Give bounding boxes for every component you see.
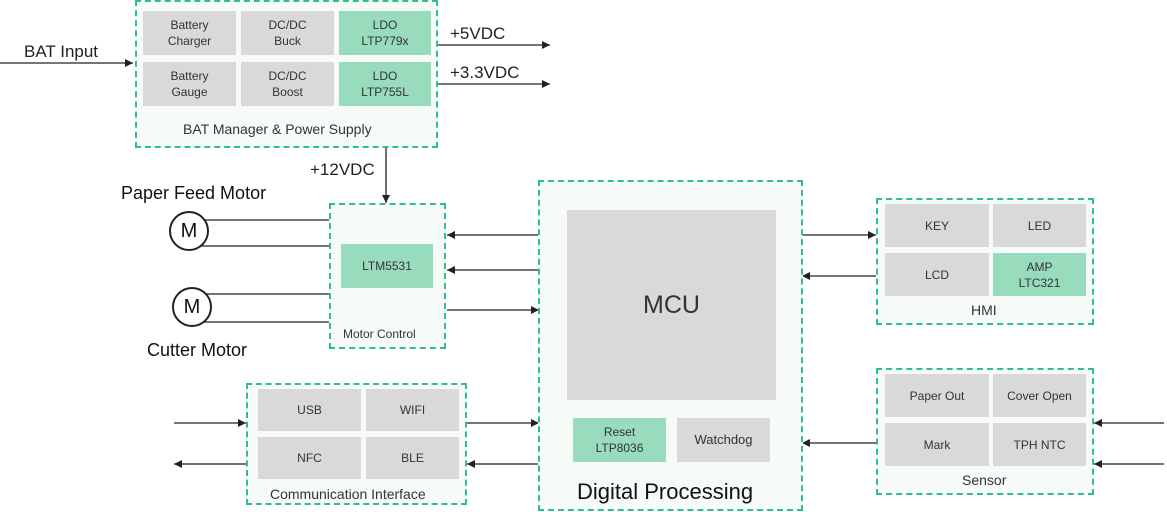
rail-12v-label: +12VDC	[310, 160, 375, 179]
usb-block: USB	[258, 389, 361, 431]
paper-feed-motor-label: Paper Feed Motor	[121, 183, 267, 203]
paper-feed-motor-icon: M	[169, 211, 209, 251]
tph-ntc-block: TPH NTC	[993, 423, 1086, 466]
lcd-block: LCD	[885, 253, 989, 296]
digital-processing-title: Digital Processing	[577, 479, 754, 504]
dcdc-buck-block: DC/DC Buck	[241, 11, 334, 55]
wifi-block: WIFI	[366, 389, 459, 431]
sensor-title: Sensor	[962, 472, 1007, 488]
key-block: KEY	[885, 204, 989, 247]
hmi-title: HMI	[971, 302, 997, 318]
watchdog-block: Watchdog	[677, 418, 770, 462]
reset-ltp8036-block: Reset LTP8036	[573, 418, 666, 462]
ldo-ltp755l-block: LDO LTP755L	[339, 62, 431, 106]
communication-interface-title: Communication Interface	[270, 486, 426, 502]
nfc-block: NFC	[258, 437, 361, 479]
cover-open-block: Cover Open	[993, 374, 1086, 417]
mark-block: Mark	[885, 423, 989, 466]
battery-gauge-block: Battery Gauge	[143, 62, 236, 106]
power-supply-title: BAT Manager & Power Supply	[183, 121, 372, 137]
amp-ltc321-block: AMP LTC321	[993, 253, 1086, 296]
cutter-motor-icon: M	[172, 287, 212, 327]
ltm5531-block: LTM5531	[341, 244, 433, 288]
rail-5v-label: +5VDC	[450, 24, 506, 43]
ble-block: BLE	[366, 437, 459, 479]
led-block: LED	[993, 204, 1086, 247]
mcu-block: MCU	[567, 210, 776, 400]
cutter-motor-label: Cutter Motor	[147, 340, 248, 360]
rail-3v3-label: +3.3VDC	[450, 63, 520, 82]
battery-charger-block: Battery Charger	[143, 11, 236, 55]
bat-input-label: BAT Input	[24, 42, 99, 61]
ldo-ltp779x-block: LDO LTP779x	[339, 11, 431, 55]
motor-control-title: Motor Control	[343, 327, 416, 341]
dcdc-boost-block: DC/DC Boost	[241, 62, 334, 106]
paper-out-block: Paper Out	[885, 374, 989, 417]
